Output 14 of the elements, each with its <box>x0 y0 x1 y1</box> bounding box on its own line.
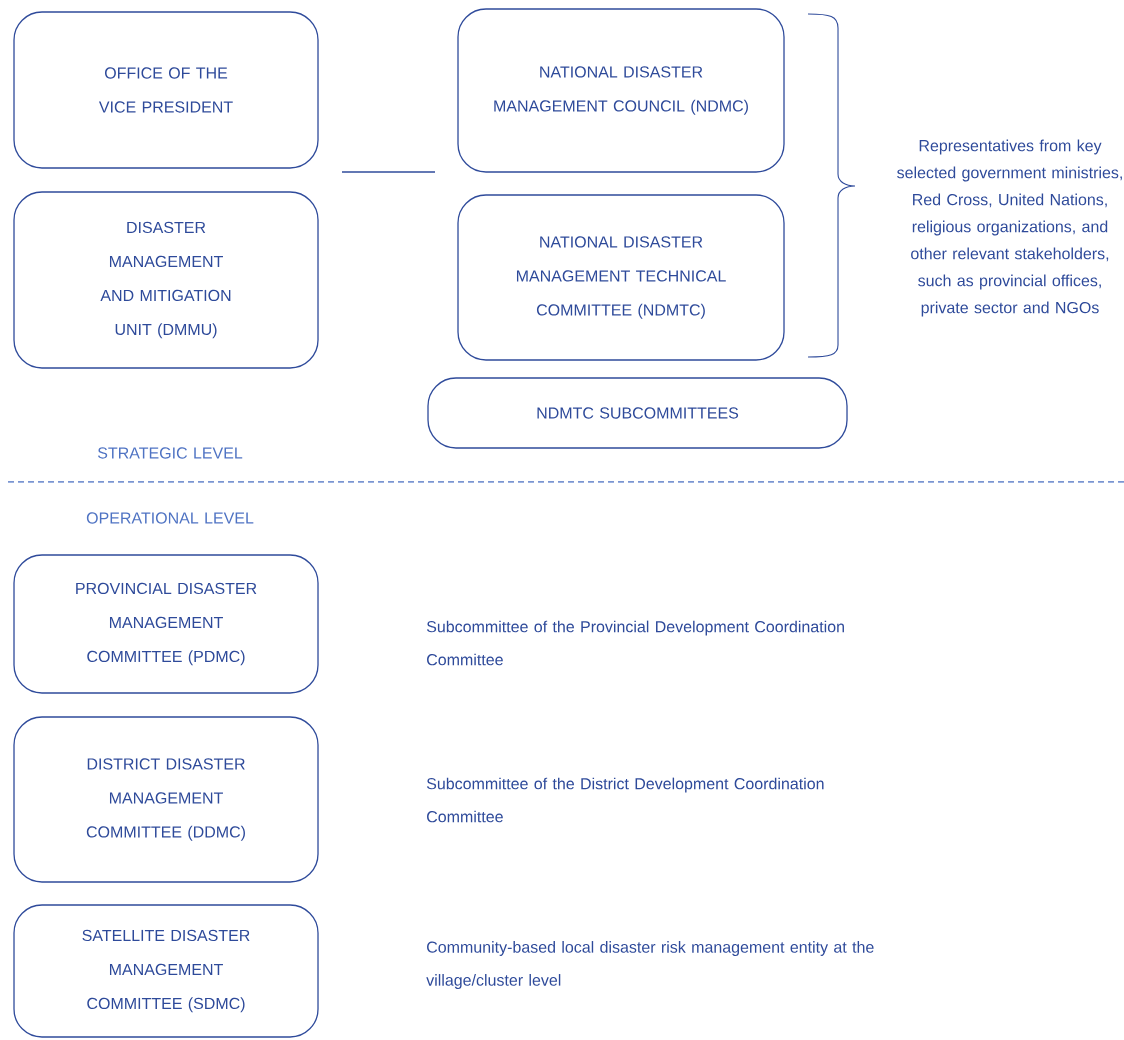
description-text: Subcommittee of the District Development Coordination Committee <box>426 777 824 823</box>
level-label: STRATEGIC LEVEL <box>97 447 243 459</box>
process-box: DISASTER MANAGEMENT AND MITIGATION UNIT (DMMU) <box>13 191 319 369</box>
process-box: NATIONAL DISASTER MANAGEMENT COUNCIL (NDMC) <box>457 8 785 173</box>
note-text: Representatives from key selected government ministries, Red Cross, United Nations, religious organizations, and other relevant stakeholders, such as provincial offices, private sector and NGOs <box>897 139 1122 317</box>
description-text: Community-based local disaster risk management entity at the village/cluster level <box>426 941 874 989</box>
process-box: SATELLITE DISASTER MANAGEMENT COMMITTEE (SDMC) <box>13 904 319 1038</box>
process-box: DISTRICT DISASTER MANAGEMENT COMMITTEE (DDMC) <box>13 716 319 883</box>
process-box: NDMTC SUBCOMMITTEES <box>427 377 848 449</box>
process-box: PROVINCIAL DISASTER MANAGEMENT COMMITTEE (PDMC) <box>13 554 319 694</box>
description-text: Subcommittee of the Provincial Development Coordination Committee <box>426 620 844 666</box>
process-box: NATIONAL DISASTER MANAGEMENT TECHNICAL COMMITTEE (NDMTC) <box>457 194 785 361</box>
process-box: OFFICE OF THE VICE PRESIDENT <box>13 11 319 169</box>
level-label: OPERATIONAL LEVEL <box>86 512 254 524</box>
